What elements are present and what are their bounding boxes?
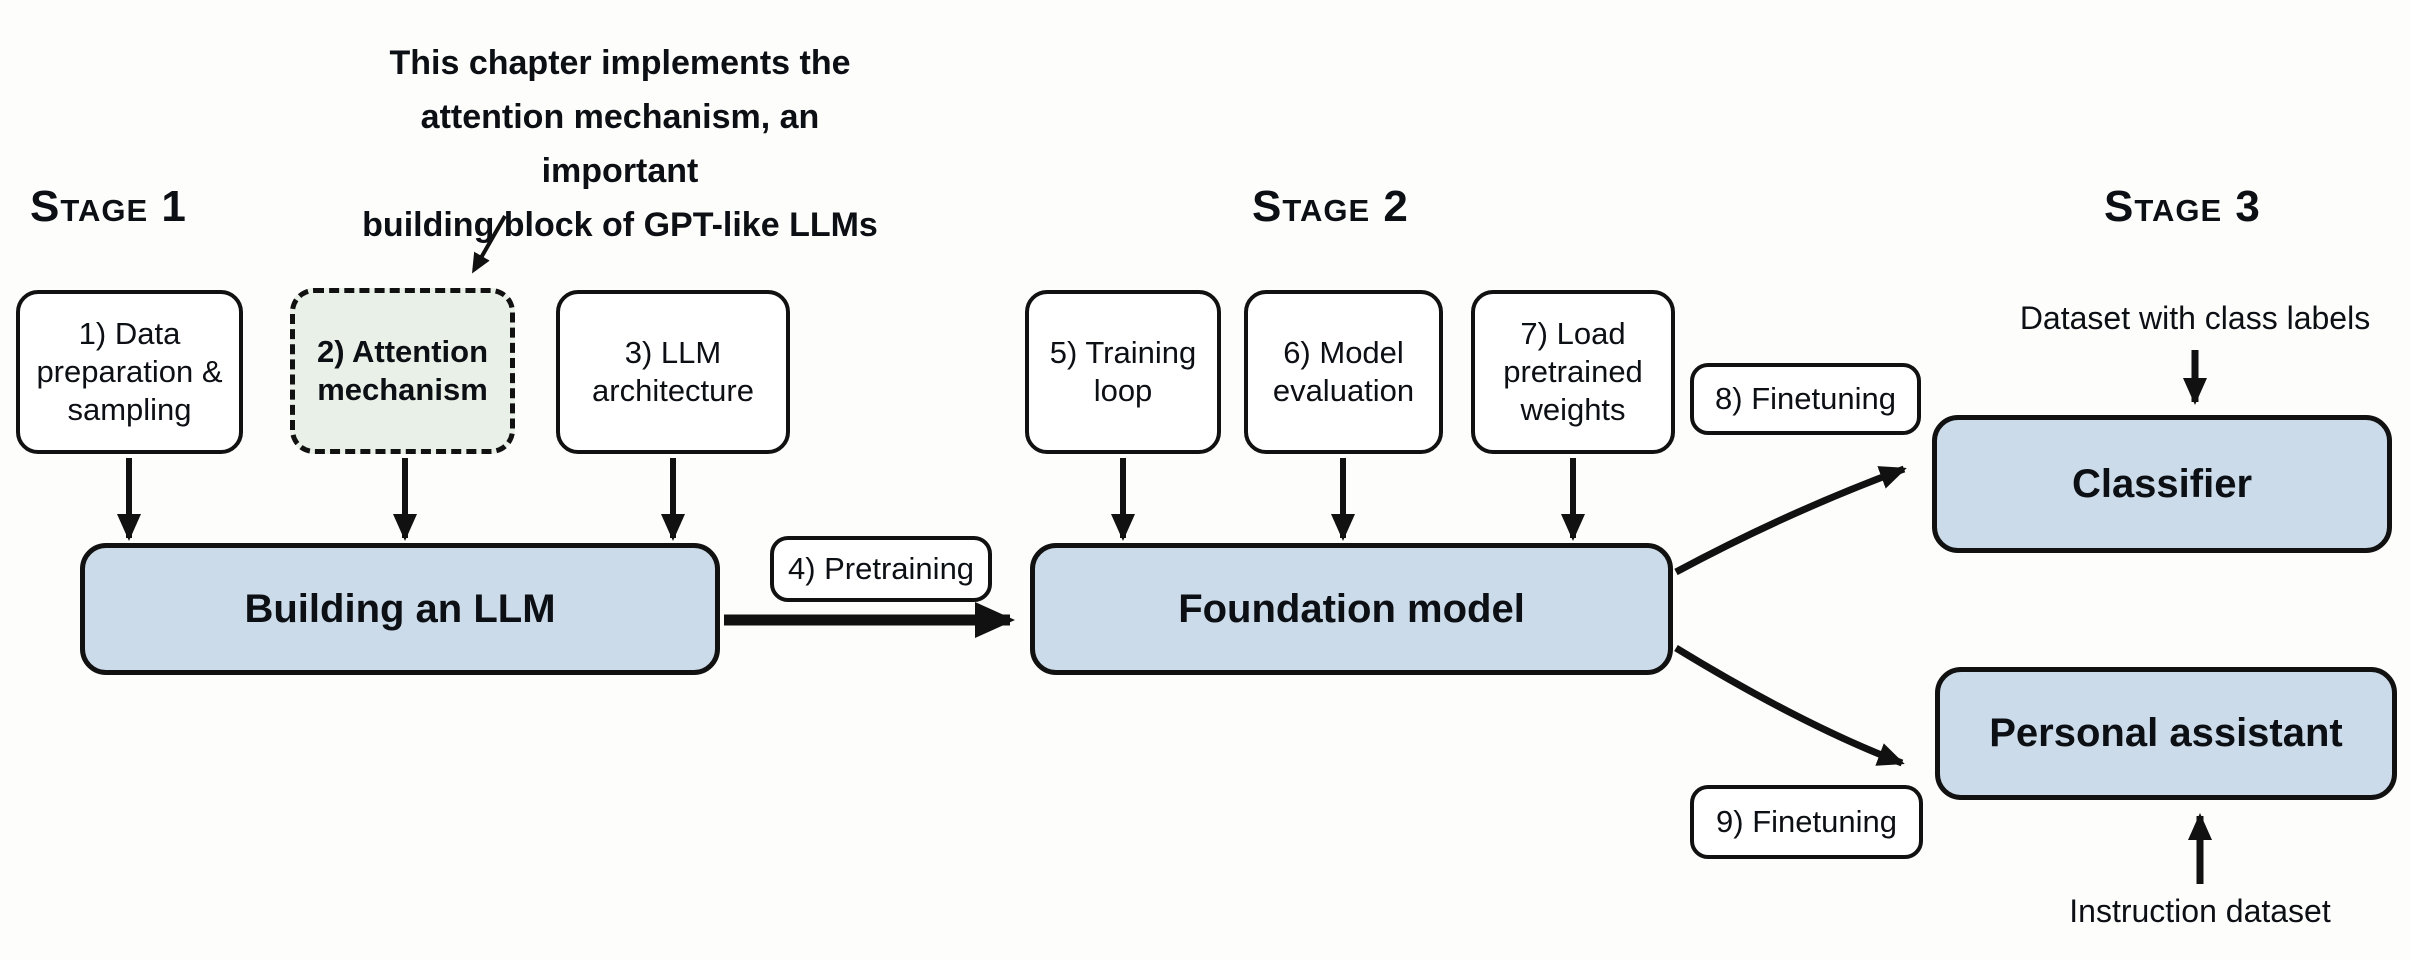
label-dataset-with-class-labels: Dataset with class labels (2019, 300, 2371, 336)
box-llm-architecture: 3) LLM architecture (556, 290, 790, 454)
stage2-header: Stage 2 (1252, 182, 1409, 231)
box-data-preparation: 1) Data preparation & sampling (16, 290, 243, 454)
box-training-loop: 5) Training loop (1025, 290, 1221, 454)
annotation-line-3: building block of GPT-like LLMs (362, 206, 878, 244)
annotation-line-1: This chapter implements the (389, 44, 851, 82)
label-finetuning-9: 9) Finetuning (1690, 785, 1923, 859)
label-instruction-dataset: Instruction dataset (2069, 893, 2331, 929)
box-personal-assistant: Personal assistant (1935, 667, 2397, 800)
annotation-line-2: attention mechanism, an important (420, 98, 820, 190)
box-building-an-llm: Building an LLM (80, 543, 720, 675)
label-finetuning-8: 8) Finetuning (1690, 363, 1921, 435)
arrow-foundation-to-assistant (1674, 645, 1905, 767)
label-pretraining: 4) Pretraining (770, 536, 992, 602)
box-foundation-model: Foundation model (1030, 543, 1673, 675)
stage1-header: Stage 1 (30, 182, 187, 231)
box-load-pretrained-weights: 7) Load pretrained weights (1471, 290, 1675, 454)
arrow-foundation-to-classifier (1674, 465, 1907, 576)
stage3-header: Stage 3 (2104, 182, 2261, 231)
annotation-text: This chapter implements the attention me… (340, 36, 900, 252)
box-attention-mechanism: 2) Attention mechanism (290, 288, 515, 454)
box-classifier: Classifier (1932, 415, 2392, 553)
box-model-evaluation: 6) Model evaluation (1244, 290, 1443, 454)
